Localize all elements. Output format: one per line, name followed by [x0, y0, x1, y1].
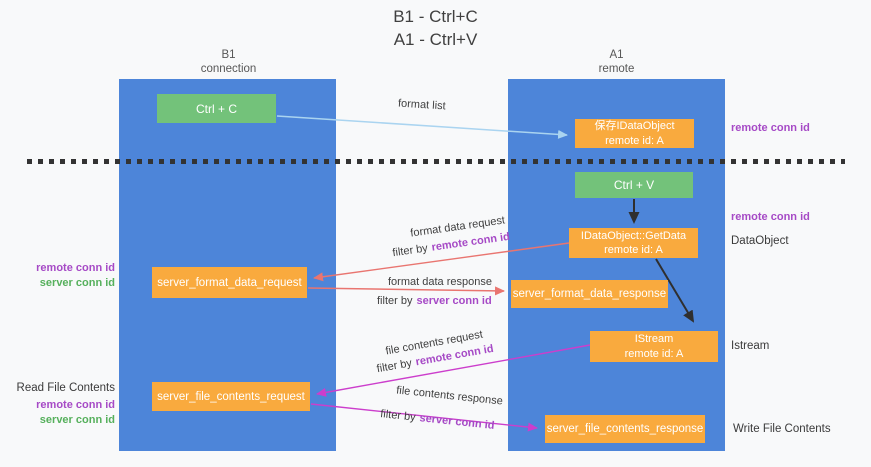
- node-server-file-contents-request: server_file_contents_request: [152, 382, 310, 411]
- lifeline-name-a1: A1: [609, 49, 624, 61]
- edge-label-format-list: format list: [397, 97, 447, 113]
- lifeline-header-b1: B1 connection: [120, 48, 337, 77]
- annotation-remote-conn-id-top: remote conn id: [731, 122, 810, 134]
- annotation-write-file-contents: Write File Contents: [733, 423, 831, 435]
- node-istream-title: IStream: [634, 333, 674, 346]
- filter-by-text: filter by: [379, 408, 417, 424]
- lifeline-name-b1: B1: [221, 49, 236, 61]
- server-conn-id-text: server conn id: [418, 412, 495, 432]
- node-server-file-contents-response: server_file_contents_response: [545, 415, 705, 443]
- lifeline-role-a1: remote: [598, 63, 635, 76]
- edge-label-format-data-response: format data response: [388, 276, 492, 288]
- node-save-idataobject-title: 保存IDataObject: [594, 120, 675, 133]
- arrow-format-data-response: [307, 286, 505, 296]
- annotation-istream: Istream: [731, 340, 770, 352]
- filter-by-text: filter by: [377, 295, 413, 307]
- lifeline-role-b1: connection: [200, 63, 257, 76]
- title-line-1: B1 - Ctrl+C: [393, 7, 478, 26]
- lifeline-header-a1: A1 remote: [508, 48, 725, 77]
- filter-by-text: filter by: [375, 357, 413, 376]
- node-ctrl-c: Ctrl + C: [157, 94, 276, 123]
- title-line-2: A1 - Ctrl+V: [393, 29, 478, 49]
- edge-label-file-contents-response: file contents response: [395, 384, 504, 408]
- annotation-server-conn-id-left-1: server conn id: [39, 277, 115, 289]
- server-conn-id-text: server conn id: [416, 295, 492, 307]
- node-server-format-data-request: server_format_data_request: [152, 267, 307, 298]
- annotation-remote-conn-id-left-2: remote conn id: [36, 399, 115, 411]
- node-save-idataobject: 保存IDataObject remote id: A: [575, 119, 694, 148]
- node-idataobject-getdata: IDataObject::GetData remote id: A: [569, 228, 698, 258]
- annotation-read-file-contents: Read File Contents: [16, 382, 115, 394]
- node-server-format-data-response: server_format_data_response: [511, 280, 668, 308]
- node-getdata-title: IDataObject::GetData: [580, 229, 687, 242]
- node-istream-remote-id: remote id: A: [624, 347, 684, 360]
- annotation-remote-conn-id-left-1: remote conn id: [36, 262, 115, 274]
- node-getdata-remote-id: remote id: A: [604, 244, 663, 256]
- filter-by-text: filter by: [391, 242, 429, 260]
- annotation-remote-conn-id-mid: remote conn id: [731, 211, 810, 223]
- phase-separator-dashed-line: [27, 159, 845, 164]
- node-save-idataobject-remote-id: remote id: A: [605, 134, 664, 147]
- node-ctrl-v: Ctrl + V: [575, 172, 693, 198]
- diagram-title: B1 - Ctrl+C A1 - Ctrl+V: [0, 6, 871, 52]
- annotation-dataobject: DataObject: [731, 235, 789, 247]
- node-istream: IStream remote id: A: [590, 331, 718, 362]
- annotation-server-conn-id-left-2: server conn id: [39, 414, 115, 426]
